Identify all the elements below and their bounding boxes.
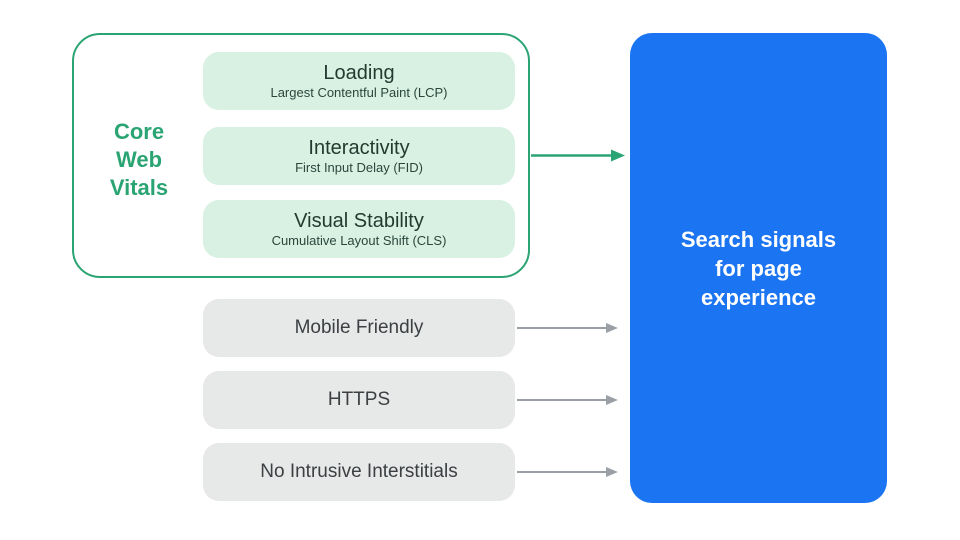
no-intrusive-interstitials-label: No Intrusive Interstitials xyxy=(260,461,458,482)
gray-arrowhead-icon xyxy=(606,395,618,405)
core-web-vitals-label: Core Web Vitals xyxy=(109,119,169,200)
visual-stability-box: Visual Stability Cumulative Layout Shift… xyxy=(203,200,515,258)
core-web-vitals-arrow xyxy=(531,149,625,162)
interactivity-subtitle: First Input Delay (FID) xyxy=(295,160,423,175)
mobile-friendly-arrow xyxy=(517,323,618,333)
loading-box: Loading Largest Contentful Paint (LCP) xyxy=(203,52,515,110)
gray-arrowhead-icon xyxy=(606,467,618,477)
green-arrowhead-icon xyxy=(611,149,625,162)
search-signals-label: Search signals for page experience xyxy=(680,226,837,310)
https-box: HTTPS xyxy=(203,371,515,429)
loading-subtitle: Largest Contentful Paint (LCP) xyxy=(270,85,448,100)
https-arrow xyxy=(517,395,618,405)
mobile-friendly-label: Mobile Friendly xyxy=(294,317,424,338)
mobile-friendly-box: Mobile Friendly xyxy=(203,299,515,357)
search-signals-box: Search signals for page experience xyxy=(630,33,887,503)
no-intrusive-interstitials-arrow xyxy=(517,467,618,477)
loading-title: Loading xyxy=(323,62,395,84)
https-label: HTTPS xyxy=(327,389,391,410)
interactivity-title: Interactivity xyxy=(308,137,410,159)
interactivity-box: Interactivity First Input Delay (FID) xyxy=(203,127,515,185)
visual-stability-title: Visual Stability xyxy=(294,210,424,232)
visual-stability-subtitle: Cumulative Layout Shift (CLS) xyxy=(271,233,447,248)
gray-arrowhead-icon xyxy=(606,323,618,333)
no-intrusive-interstitials-box: No Intrusive Interstitials xyxy=(203,443,515,501)
